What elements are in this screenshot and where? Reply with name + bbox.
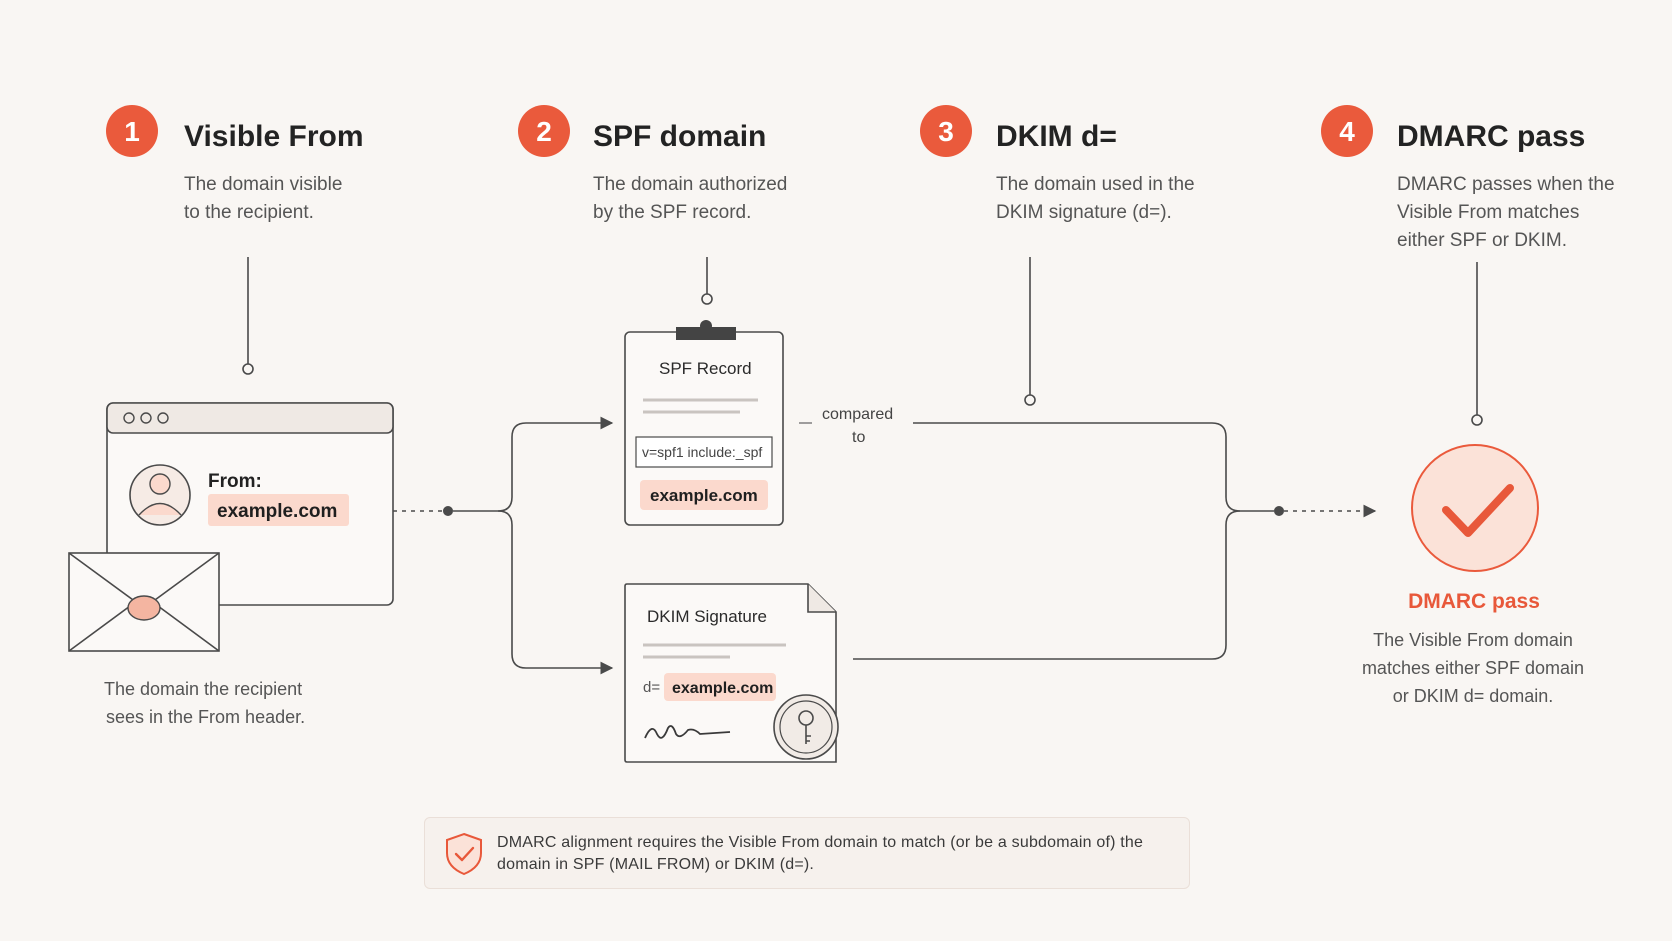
step-3-desc-line1: The domain used in the	[996, 174, 1195, 195]
merge-connector	[853, 422, 1377, 660]
step-3-badge: 3	[920, 105, 972, 157]
step-4-number: 4	[1339, 116, 1355, 147]
checkmark-icon	[1442, 484, 1514, 537]
split-connector	[393, 416, 614, 675]
step-3-header: 3 DKIM d= The domain used in the DKIM si…	[920, 105, 1195, 223]
step-1-number: 1	[124, 116, 140, 147]
clipboard-clip-icon	[676, 327, 736, 340]
spf-domain: example.com	[650, 486, 758, 505]
check-circle-icon	[1411, 444, 1539, 572]
envelope-icon	[68, 552, 220, 652]
step-3-desc-line2: DKIM signature (d=).	[996, 202, 1172, 223]
step-1-desc-line2: to the recipient.	[184, 202, 314, 223]
step-4-desc-line1: DMARC passes when the	[1397, 174, 1615, 195]
page-fold-icon	[807, 584, 836, 613]
pointer-stems	[242, 257, 1483, 426]
from-domain: example.com	[217, 501, 337, 522]
spf-record-value: v=spf1 include:_spf	[642, 444, 762, 460]
dkim-signature-title: DKIM Signature	[647, 607, 767, 626]
step-3-title: DKIM d=	[996, 120, 1117, 153]
dmarc-pass-line2: matches either SPF domain	[1362, 658, 1584, 678]
shield-check-icon	[446, 832, 482, 876]
avatar-icon	[129, 464, 191, 526]
email-caption-line1: The domain the recipient	[104, 679, 302, 699]
email-caption-line2: sees in the From header.	[106, 707, 305, 727]
compared-line2: to	[852, 429, 865, 446]
step-2-title: SPF domain	[593, 120, 766, 153]
dmarc-pass-line3: or DKIM d= domain.	[1393, 686, 1554, 706]
from-label: From:	[208, 471, 262, 492]
step-2-number: 2	[536, 116, 552, 147]
dkim-signature-card: DKIM Signature d= example.com	[624, 583, 839, 763]
step-2-header: 2 SPF domain The domain authorized by th…	[518, 105, 787, 223]
alignment-note-text: DMARC alignment requires the Visible Fro…	[497, 834, 1144, 873]
step-4-desc-line2: Visible From matches	[1397, 202, 1579, 223]
dkim-domain-highlight	[664, 673, 776, 701]
dmarc-pass-title: DMARC pass	[1408, 590, 1540, 613]
step-4-title: DMARC pass	[1397, 120, 1585, 153]
dmarc-pass-result: DMARC pass The Visible From domain match…	[1362, 444, 1584, 706]
dkim-domain: example.com	[672, 680, 773, 697]
step-2-desc-line2: by the SPF record.	[593, 202, 751, 223]
alignment-note: DMARC alignment requires the Visible Fro…	[424, 817, 1190, 889]
spf-record-card: SPF Record v=spf1 include:_spf example.c…	[624, 320, 784, 526]
step-4-badge: 4	[1321, 105, 1373, 157]
from-domain-highlight	[208, 494, 349, 526]
key-seal-icon	[773, 694, 839, 760]
step-1-badge: 1	[106, 105, 158, 157]
dmarc-pass-line1: The Visible From domain	[1373, 630, 1573, 650]
signature-scribble-icon	[644, 725, 731, 739]
window-dot-icon	[140, 412, 152, 424]
dkim-d-label: d=	[643, 679, 660, 696]
window-dot-icon	[123, 412, 135, 424]
step-1-title: Visible From	[184, 120, 364, 153]
step-1-header: 1 Visible From The domain visible to the…	[106, 105, 364, 223]
step-2-desc-line1: The domain authorized	[593, 174, 787, 195]
step-1-desc-line1: The domain visible	[184, 174, 342, 195]
spf-record-title: SPF Record	[659, 359, 752, 378]
step-4-header: 4 DMARC pass DMARC passes when the Visib…	[1321, 105, 1615, 251]
compared-to-label: compared to	[799, 406, 893, 446]
step-2-badge: 2	[518, 105, 570, 157]
window-dot-icon	[157, 412, 169, 424]
compared-line1: compared	[822, 406, 893, 423]
step-3-number: 3	[938, 116, 954, 147]
step-4-desc-line3: either SPF or DKIM.	[1397, 230, 1567, 251]
spf-domain-highlight	[640, 480, 768, 510]
